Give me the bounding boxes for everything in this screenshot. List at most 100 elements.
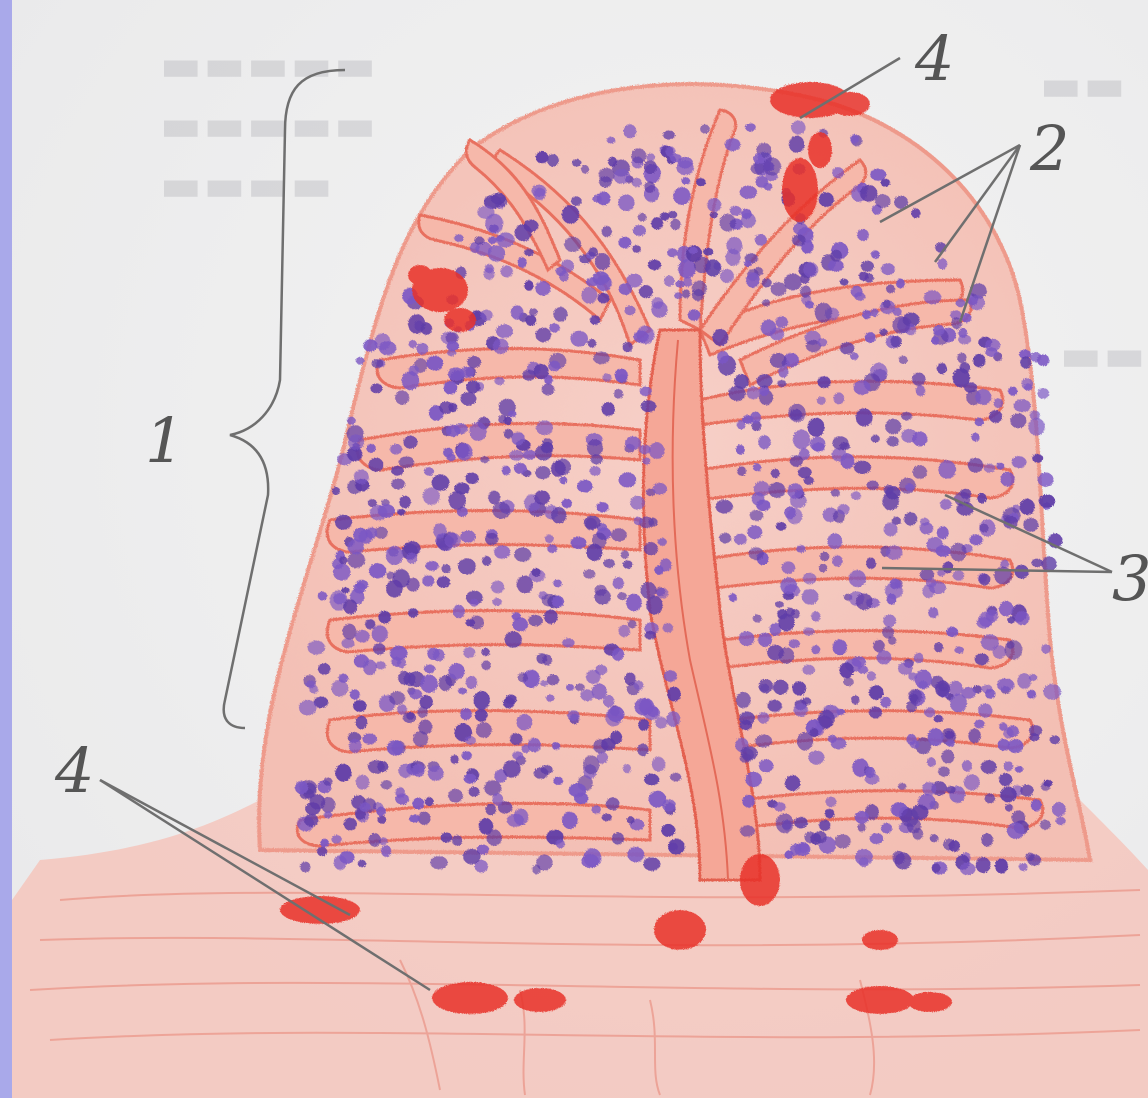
lymphocyte-dot	[851, 491, 861, 500]
lymphocyte-dot	[623, 124, 636, 138]
lymphocyte-dot	[502, 466, 511, 476]
lymphocyte-dot	[759, 759, 774, 772]
lymphocyte-dot	[831, 738, 847, 750]
lymphocyte-dot	[514, 809, 529, 826]
lymphocyte-dot	[639, 698, 654, 714]
lymphocyte-dot	[675, 280, 684, 287]
lymphocyte-dot	[819, 564, 827, 573]
lymphocyte-dot	[996, 463, 1004, 470]
lymphocyte-dot	[332, 835, 342, 844]
lymphocyte-dot	[668, 211, 677, 218]
lymphocyte-dot	[736, 692, 751, 708]
lymphocyte-dot	[584, 848, 602, 867]
lymphocyte-dot	[630, 496, 645, 510]
lymphocyte-dot	[477, 206, 494, 219]
lymphocyte-dot	[632, 245, 641, 253]
lymphocyte-dot	[968, 458, 984, 473]
lymphocyte-dot	[304, 814, 318, 827]
lymphocyte-dot	[860, 185, 877, 202]
lymphocyte-dot	[581, 165, 589, 174]
lymphocyte-dot	[526, 315, 537, 326]
lymphocyte-dot	[589, 466, 600, 476]
lymphocyte-dot	[641, 582, 657, 599]
lymphocyte-dot	[937, 526, 949, 539]
lymphocyte-dot	[742, 795, 755, 808]
lymphocyte-dot	[811, 611, 820, 621]
lymphocyte-dot	[789, 136, 805, 153]
lymphocyte-dot	[763, 157, 781, 175]
lymphocyte-dot	[924, 707, 935, 717]
lymphocyte-dot	[830, 250, 842, 262]
lymphocyte-dot	[463, 647, 475, 658]
lymphocyte-dot	[805, 832, 817, 844]
lymphocyte-dot	[601, 402, 615, 416]
lymphocyte-dot	[460, 392, 476, 406]
lymphocyte-dot	[369, 833, 381, 847]
lymphocyte-dot	[370, 383, 382, 393]
lymphocyte-dot	[425, 797, 434, 806]
lymphocyte-dot	[819, 820, 831, 831]
lymphocyte-dot	[869, 707, 882, 719]
lymphocyte-dot	[999, 773, 1012, 786]
lymphocyte-dot	[404, 673, 416, 687]
lymphocyte-dot	[840, 453, 854, 469]
lymphocyte-dot	[497, 232, 515, 247]
lymphocyte-dot	[1017, 673, 1031, 689]
lymphocyte-dot	[670, 773, 681, 782]
lymphocyte-dot	[911, 208, 920, 218]
lymphocyte-dot	[780, 577, 797, 594]
lymphocyte-dot	[597, 293, 609, 304]
lymphocyte-dot	[849, 570, 866, 587]
lymphocyte-dot	[486, 804, 497, 816]
lymphocyte-dot	[760, 684, 769, 692]
lymphocyte-dot	[744, 260, 752, 266]
lymphocyte-dot	[989, 410, 1002, 423]
lymphocyte-dot	[788, 404, 806, 422]
lymphocyte-dot	[632, 178, 642, 187]
lymphocyte-dot	[707, 198, 721, 212]
lymphocyte-dot	[556, 839, 565, 848]
lymphocyte-dot	[631, 148, 646, 163]
lymphocyte-dot	[372, 625, 388, 642]
lymphocyte-dot	[803, 627, 814, 635]
lymphocyte-dot	[956, 299, 966, 307]
lymphocyte-dot	[299, 700, 317, 716]
lymphocyte-dot	[604, 559, 615, 568]
lymphocyte-dot	[335, 764, 351, 782]
lymphocyte-dot	[466, 381, 480, 394]
lymphocyte-dot	[615, 369, 628, 383]
lymphocyte-dot	[854, 292, 865, 301]
lymphocyte-dot	[424, 467, 434, 476]
lymphocyte-dot	[1037, 388, 1049, 399]
lymphocyte-dot	[592, 195, 601, 203]
lymphocyte-dot	[524, 220, 539, 232]
lymphocyte-dot	[358, 860, 367, 868]
lymphocyte-dot	[1043, 684, 1061, 700]
lymphocyte-dot	[1013, 399, 1030, 412]
lymphocyte-dot	[949, 840, 960, 852]
lymphocyte-dot	[1001, 472, 1015, 487]
lymphocyte-dot	[1020, 785, 1033, 797]
lymphocyte-dot	[547, 674, 560, 685]
lymphocyte-dot	[838, 504, 850, 515]
lymphocyte-dot	[391, 479, 405, 490]
lymphocyte-dot	[954, 646, 964, 653]
lymphocyte-dot	[510, 733, 523, 745]
lymphocyte-dot	[432, 475, 450, 491]
lymphocyte-dot	[347, 417, 356, 425]
lymphocyte-dot	[379, 611, 391, 624]
lymphocyte-dot	[586, 670, 601, 684]
lymphocyte-dot	[960, 489, 971, 499]
lymphocyte-dot	[767, 645, 784, 660]
lymphocyte-dot	[482, 556, 491, 566]
lymphocyte-dot	[913, 465, 928, 479]
lymphocyte-dot	[512, 751, 523, 760]
lymphocyte-dot	[737, 420, 746, 430]
lymphocyte-dot	[645, 631, 656, 640]
lymphocyte-dot	[688, 310, 701, 321]
lymphocyte-dot	[798, 467, 812, 478]
lymphocyte-dot	[534, 364, 549, 379]
lymphocyte-dot	[818, 376, 831, 388]
lymphocyte-dot	[796, 545, 806, 553]
